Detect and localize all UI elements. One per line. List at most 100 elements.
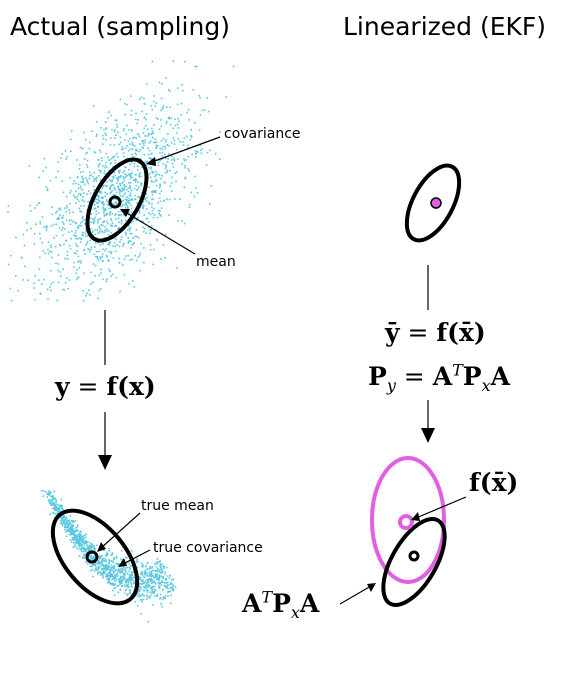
sample-point [110, 180, 112, 183]
sample-point [54, 504, 56, 507]
sample-point [116, 555, 118, 558]
right-covariance-equation: Py = ATPxA [368, 360, 511, 395]
sample-point [97, 219, 99, 221]
sample-point [144, 227, 146, 230]
sample-point [176, 158, 179, 160]
sample-point [82, 181, 84, 183]
sample-point [159, 152, 161, 154]
sample-point [148, 574, 151, 577]
sample-point [38, 279, 40, 281]
sample-point [110, 251, 113, 253]
sample-point [77, 226, 80, 229]
sample-point [109, 211, 112, 213]
sample-point [142, 589, 145, 591]
sample-point [57, 512, 60, 514]
sample-point [188, 206, 191, 209]
sample-point [128, 566, 131, 568]
sample-point [48, 490, 50, 492]
sample-point [66, 206, 68, 209]
sample-point [133, 286, 136, 288]
sample-point [97, 560, 100, 562]
sample-point [112, 177, 115, 180]
sample-point [120, 576, 123, 579]
sample-point [205, 164, 208, 166]
sample-point [151, 566, 154, 568]
sample-point [125, 185, 127, 188]
sample-point [146, 596, 149, 598]
sample-point [110, 564, 113, 567]
sample-point [75, 202, 77, 204]
sample-point [110, 252, 112, 254]
sample-point [104, 225, 106, 228]
sample-point [111, 570, 114, 572]
sample-point [144, 197, 147, 200]
sample-point [132, 137, 134, 139]
sample-point [71, 230, 73, 233]
sample-point [115, 218, 117, 220]
sample-point [93, 171, 96, 174]
sample-point [89, 192, 92, 195]
sample-point [177, 138, 179, 140]
sample-point [64, 524, 66, 526]
sample-point [133, 582, 136, 585]
sample-point [79, 187, 82, 190]
sample-point [88, 201, 91, 203]
sample-point [114, 129, 116, 131]
sample-point [126, 573, 129, 575]
sample-point [139, 270, 141, 272]
sample-point [107, 233, 110, 236]
sample-point [57, 170, 59, 173]
sample-point [175, 132, 178, 134]
sample-point [143, 582, 145, 584]
sample-point [150, 133, 152, 135]
sample-point [118, 227, 121, 230]
sample-point [76, 250, 78, 252]
sample-point [102, 143, 104, 145]
sample-point [102, 211, 105, 214]
sample-point [104, 567, 107, 570]
aPa-label: ATPxA [242, 587, 320, 622]
sample-point [83, 537, 85, 540]
sample-point [60, 157, 62, 159]
sample-point [49, 179, 52, 182]
sample-point [152, 591, 155, 593]
sample-point [102, 201, 104, 203]
sample-point [160, 97, 163, 100]
sample-point [151, 588, 154, 590]
sample-point [122, 242, 125, 245]
sample-point [82, 131, 85, 134]
sample-point [72, 533, 75, 535]
sample-point [190, 135, 192, 137]
sample-point [183, 158, 185, 160]
sample-point [90, 248, 93, 251]
sample-point [60, 275, 62, 277]
sample-point [135, 153, 137, 156]
sample-point [170, 594, 172, 597]
sample-point [155, 146, 158, 149]
sample-point [101, 157, 103, 159]
sample-point [170, 141, 173, 144]
sample-point [159, 566, 162, 569]
sample-point [71, 529, 73, 531]
sample-point [106, 180, 108, 183]
sample-point [79, 260, 82, 262]
sample-point [128, 202, 131, 204]
sample-point [160, 568, 163, 571]
sample-point [77, 260, 80, 262]
sample-point [145, 232, 148, 234]
sample-point [94, 207, 97, 210]
sample-point [122, 187, 124, 190]
sample-point [149, 566, 151, 568]
covariance-label: covariance [224, 126, 301, 142]
sample-point [188, 119, 190, 121]
sample-point [119, 136, 122, 138]
sample-point [105, 161, 108, 164]
sample-point [169, 106, 171, 108]
sample-point [121, 200, 124, 203]
sample-point [81, 546, 84, 549]
sample-point [77, 276, 80, 279]
sample-point [122, 189, 124, 192]
sample-point [139, 578, 142, 581]
sample-point [106, 193, 109, 195]
